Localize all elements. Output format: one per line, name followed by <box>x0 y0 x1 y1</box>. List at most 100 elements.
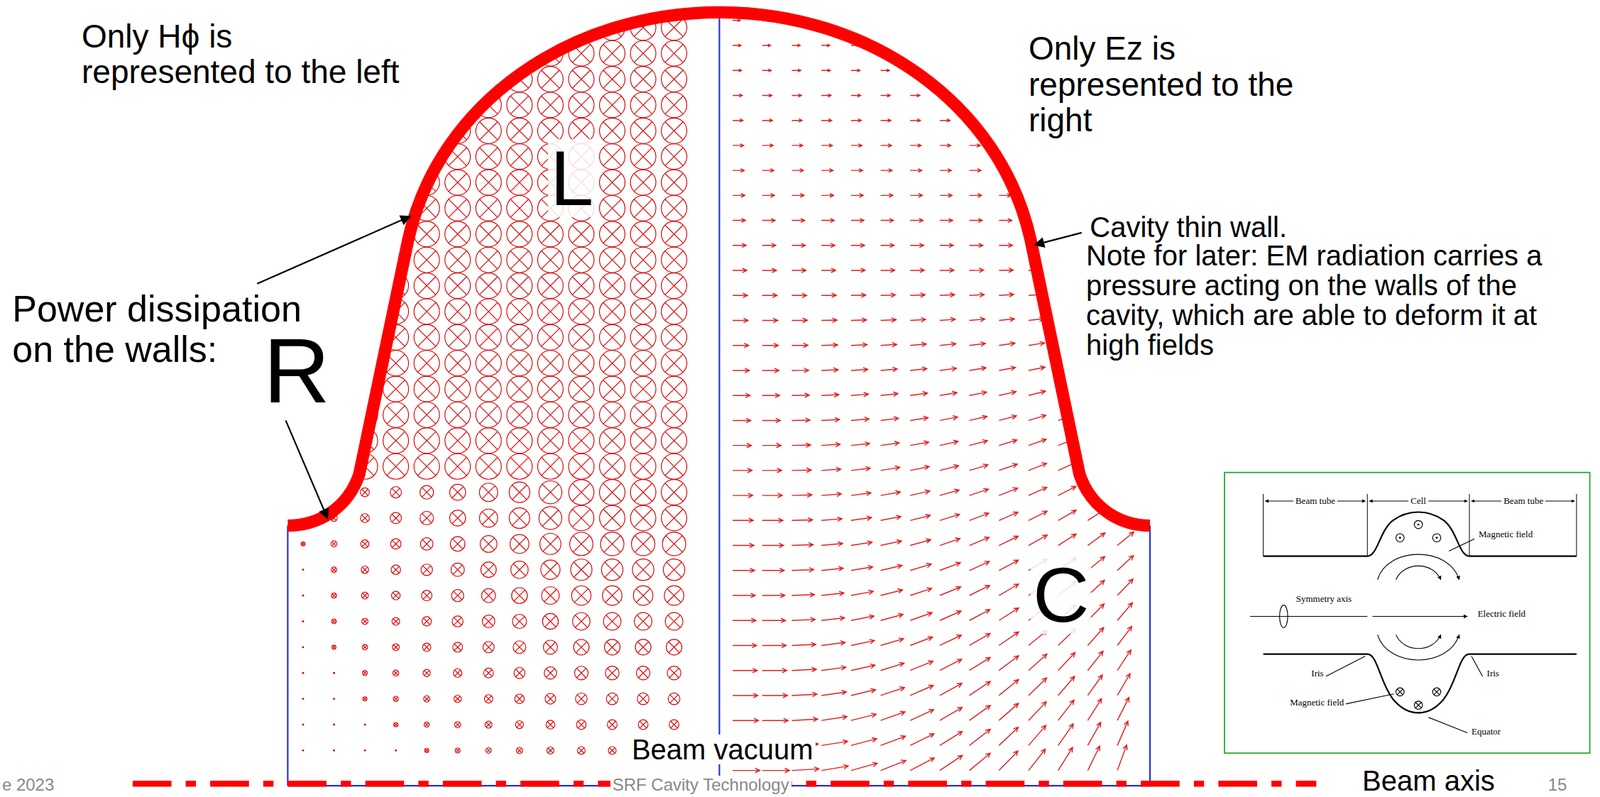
e-field-arrow <box>792 68 802 72</box>
circuit-letter: L <box>548 139 596 218</box>
h-field-symbol <box>576 719 587 730</box>
e-field-arrow <box>1117 168 1129 173</box>
h-field-symbol <box>445 66 471 93</box>
e-field-arrow <box>910 758 935 771</box>
h-field-symbol <box>449 484 465 500</box>
callout-text: Cavity thin wall. <box>1089 212 1287 243</box>
e-field-arrow <box>998 727 1018 747</box>
h-field-cross <box>418 406 436 424</box>
e-field-arrow <box>792 268 807 273</box>
h-field-symbol <box>537 453 563 480</box>
e-field-arrow <box>851 688 876 696</box>
h-field-symbol <box>506 144 533 170</box>
e-field-arrow <box>851 19 859 22</box>
h-field-cross <box>325 199 343 218</box>
h-field-symbol <box>481 588 496 603</box>
e-field-arrow <box>1087 365 1104 371</box>
h-field-symbol <box>362 697 367 702</box>
h-field-cross <box>638 694 648 704</box>
h-field-cross <box>633 173 652 192</box>
e-field-arrow <box>880 416 899 421</box>
h-field-symbol <box>352 144 378 170</box>
h-field-cross <box>512 484 527 500</box>
h-field-cross <box>665 457 683 476</box>
h-field-cross <box>486 722 492 728</box>
h-field-cross <box>332 645 336 649</box>
e-field-arrow <box>1028 341 1045 346</box>
h-field-symbol <box>599 92 626 118</box>
h-field-cross <box>572 483 590 502</box>
h-field-symbol <box>568 453 595 480</box>
e-field-arrow <box>969 753 991 771</box>
field-dot <box>332 697 336 700</box>
e-field-arrow <box>792 243 806 248</box>
h-field-cross <box>422 539 431 549</box>
e-field-arrow <box>762 393 781 398</box>
h-field-cross <box>665 535 683 553</box>
e-field-arrow <box>969 513 989 522</box>
h-field-symbol <box>454 695 462 703</box>
h-field-symbol <box>420 538 434 551</box>
h-field-cross <box>572 276 590 295</box>
h-field-cross <box>510 199 529 218</box>
h-field-cross <box>325 431 343 450</box>
h-field-cross <box>634 509 653 528</box>
inset-figure <box>1224 472 1591 754</box>
h-field-symbol <box>506 92 533 118</box>
field-dot <box>332 749 336 752</box>
h-field-symbol <box>413 117 440 144</box>
h-field-cross <box>418 18 436 37</box>
h-field-cross <box>485 696 492 703</box>
e-field-arrow <box>792 318 808 323</box>
circuit-letter: C <box>1030 555 1092 634</box>
e-field-arrow <box>792 144 803 148</box>
h-field-symbol <box>445 350 471 377</box>
leader-lines <box>256 216 1082 519</box>
e-field-arrow <box>939 755 963 771</box>
h-field-symbol <box>453 668 463 678</box>
h-field-cross <box>392 592 399 599</box>
h-field-cross <box>418 354 436 372</box>
h-field-symbol <box>508 481 530 503</box>
h-field-symbol <box>420 485 434 500</box>
h-field-symbol <box>662 532 686 556</box>
h-field-cross <box>325 122 343 140</box>
h-field-symbol <box>604 639 621 656</box>
h-field-symbol <box>599 40 626 67</box>
h-field-symbol <box>630 169 656 196</box>
h-field-cross <box>355 95 374 114</box>
h-field-cross <box>665 251 683 270</box>
e-field-arrow <box>998 463 1018 471</box>
h-field-symbol <box>630 92 656 118</box>
h-field-cross <box>665 225 683 243</box>
h-field-cross <box>510 173 529 192</box>
h-field-cross <box>633 457 652 476</box>
h-field-cross <box>393 618 399 625</box>
h-field-cross <box>575 641 587 653</box>
h-field-cross <box>418 225 436 243</box>
h-field-symbol <box>300 490 306 495</box>
e-field-arrow <box>762 693 788 698</box>
h-field-cross <box>541 251 560 270</box>
e-field-arrow <box>762 668 788 673</box>
h-field-cross <box>325 95 343 114</box>
h-field-cross <box>418 70 436 89</box>
h-field-symbol <box>290 453 316 480</box>
h-field-cross <box>510 251 529 270</box>
h-field-cross <box>454 643 462 651</box>
h-field-symbol <box>383 402 409 429</box>
e-field-arrow <box>969 366 986 371</box>
e-field-arrow <box>732 118 743 122</box>
e-field-arrow <box>732 418 751 423</box>
h-field-symbol <box>383 117 409 144</box>
e-field-arrow <box>821 118 832 122</box>
h-field-symbol <box>568 428 595 454</box>
e-field-arrow <box>910 144 921 148</box>
e-field-arrow <box>851 762 878 771</box>
h-field-cross <box>667 615 681 628</box>
h-field-cross <box>479 406 498 424</box>
h-field-symbol <box>667 666 681 681</box>
h-field-cross <box>510 225 529 243</box>
e-field-arrow <box>1028 535 1048 546</box>
e-field-arrow <box>821 318 837 323</box>
